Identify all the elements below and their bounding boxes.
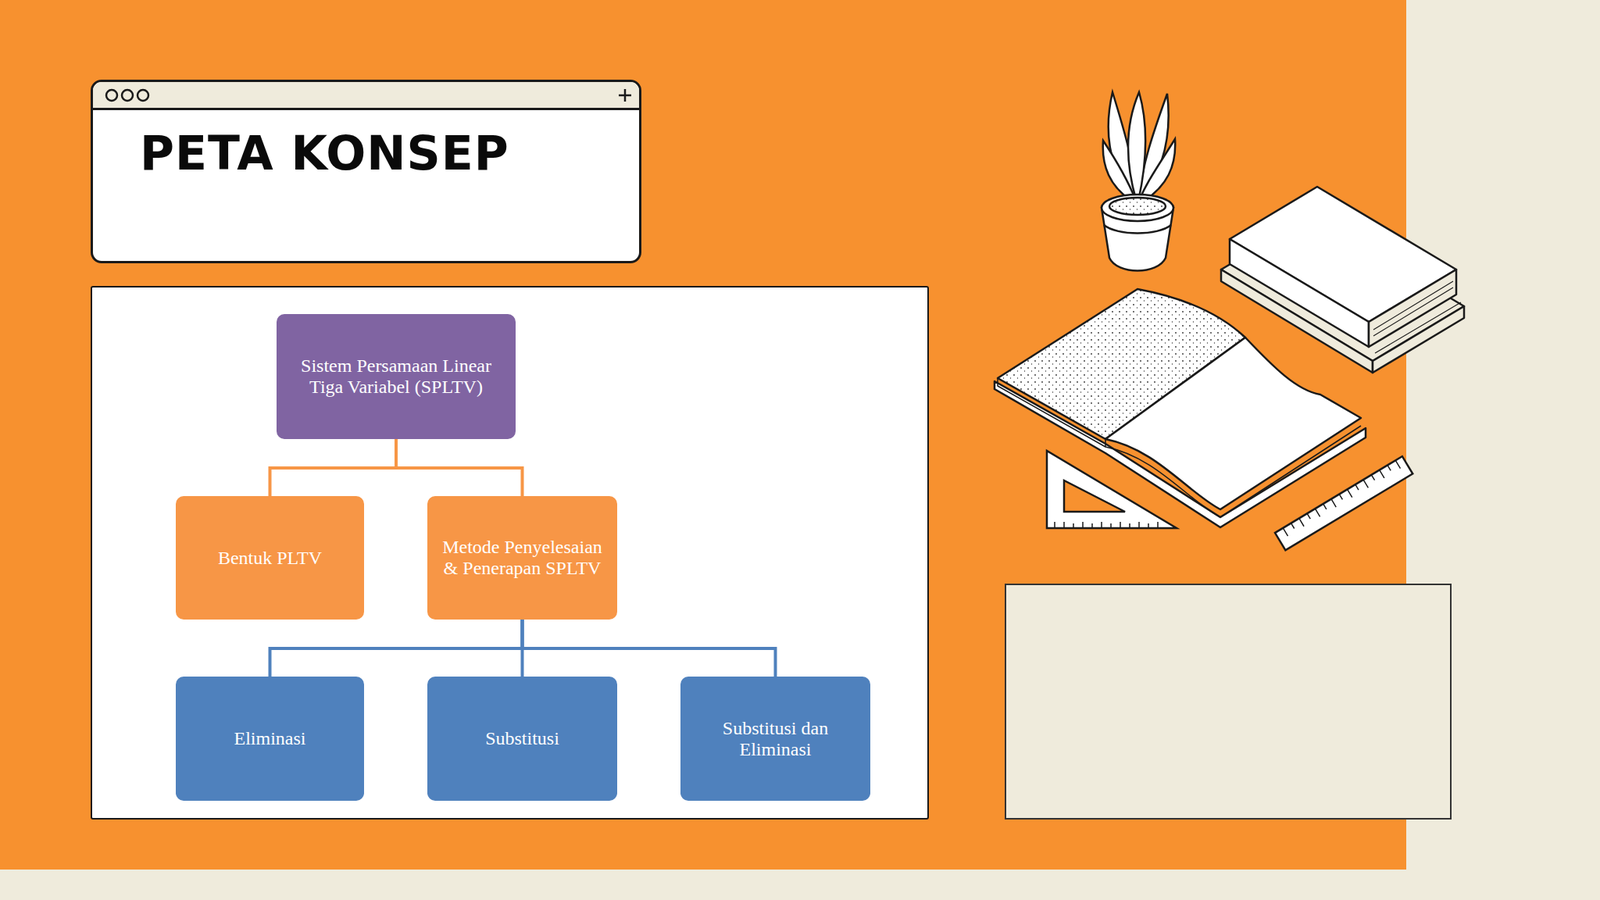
tree-connector: [396, 439, 523, 497]
window-bar: [92, 82, 640, 111]
tree-connector: [270, 619, 523, 677]
tree-connector: [522, 619, 776, 677]
node-label: Metode Penyelesaian & Penerapan SPLTV: [438, 536, 607, 579]
book-stack: [1221, 186, 1465, 373]
topic-box: Metode Penyelesaian & Penerapan SPLTV: [427, 496, 618, 620]
node-label: Bentuk PLTV: [217, 547, 322, 569]
window-dot: [121, 89, 133, 101]
open-book: [994, 289, 1366, 528]
window-dot: [137, 89, 149, 101]
pot-soil: [1109, 197, 1166, 215]
node-label: Substitusi dan Eliminasi: [691, 717, 860, 761]
triangle-ticks: [1054, 521, 1158, 529]
method-box: Eliminasi: [175, 676, 365, 801]
ruler-body: [1275, 456, 1413, 550]
root-concept-box: Sistem Persamaan Linear Tiga Variabel (S…: [276, 314, 516, 440]
set-square: [1046, 450, 1177, 529]
pot-rim: [1101, 194, 1174, 222]
book-top: [1229, 239, 1369, 347]
browser-window: PETA KONSEP: [90, 79, 642, 264]
ruler-ticks: [1282, 460, 1400, 536]
tree-connector: [521, 619, 525, 677]
right-page: [1105, 337, 1361, 510]
pot-band: [1103, 225, 1172, 234]
node-label: Sistem Persamaan Linear Tiga Variabel (S…: [287, 355, 505, 398]
triangle-outline: [1046, 450, 1177, 529]
node-label: Eliminasi: [234, 728, 307, 750]
topic-box: Bentuk PLTV: [175, 496, 365, 620]
plus-icon: [618, 89, 632, 102]
page-lines: [1373, 281, 1461, 354]
window-dot: [106, 89, 118, 101]
note-box: [1004, 583, 1452, 820]
window-controls: [92, 82, 642, 111]
book-top: [1368, 269, 1457, 347]
ruler: [1275, 456, 1413, 550]
method-box: Substitusi: [427, 676, 618, 801]
tree-connector: [270, 439, 397, 497]
method-box: Substitusi dan Eliminasi: [680, 676, 871, 801]
plant-pot: [1101, 92, 1175, 272]
page-title: PETA KONSEP: [139, 125, 510, 181]
node-label: Substitusi: [485, 728, 560, 750]
